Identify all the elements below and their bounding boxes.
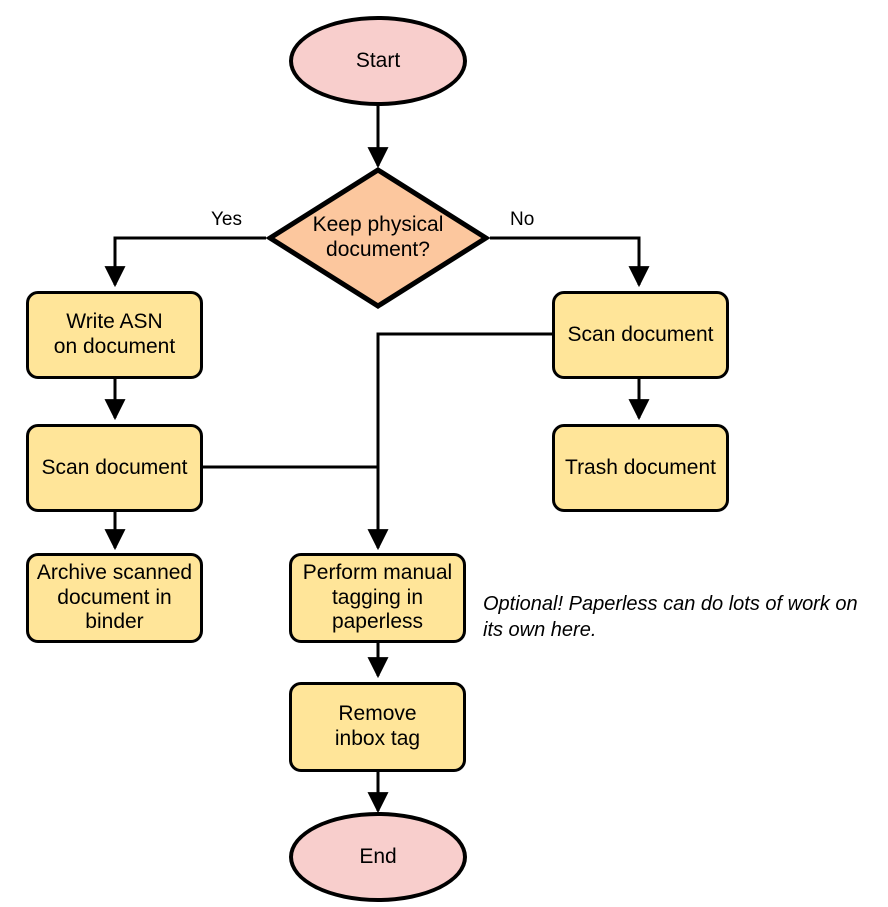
node-keep-physical-document-decision[interactable]: Keep physical document? xyxy=(266,166,490,310)
node-end[interactable]: End xyxy=(289,812,467,902)
edge-decision-no xyxy=(490,236,650,288)
edge-label-yes: Yes xyxy=(209,209,244,231)
node-start[interactable]: Start xyxy=(289,16,467,106)
edge-scanright-to-manualtag xyxy=(367,332,552,551)
node-trash-document[interactable]: Trash document xyxy=(552,424,729,512)
node-remove-inbox-tag[interactable]: Remove inbox tag xyxy=(289,682,466,772)
node-archive-scanned-document-in-binder[interactable]: Archive scanned document in binder xyxy=(26,553,203,643)
node-scan-document-left[interactable]: Scan document xyxy=(26,424,203,512)
edge-decision-yes xyxy=(104,236,266,288)
decision-diamond-shape xyxy=(266,167,490,309)
edge-label-no: No xyxy=(508,209,537,231)
node-scan-document-right[interactable]: Scan document xyxy=(552,291,729,379)
node-write-asn-on-document[interactable]: Write ASN on document xyxy=(26,291,203,379)
node-perform-manual-tagging-in-paperless[interactable]: Perform manual tagging in paperless xyxy=(289,553,466,643)
optional-note-text: Optional! Paperless can do lots of work … xyxy=(483,593,858,641)
